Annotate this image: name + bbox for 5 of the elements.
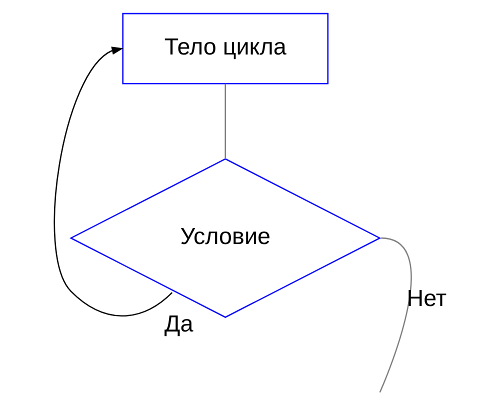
connector bbox=[378, 237, 412, 393]
connector bbox=[224, 84, 226, 159]
node-box: Тело цикла bbox=[122, 12, 328, 84]
edge-label: Нет bbox=[406, 285, 446, 312]
arrow bbox=[53, 46, 172, 316]
